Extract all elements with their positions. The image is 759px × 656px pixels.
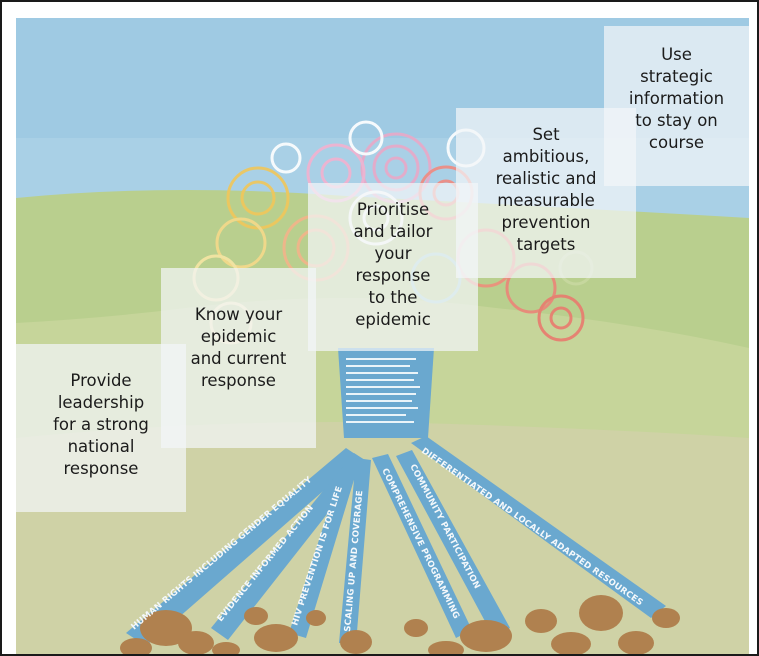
step-use-strategic-information: Use strategic information to stay on cou…: [604, 26, 749, 186]
step-provide-leadership: Provide leadership for a strong national…: [16, 344, 186, 512]
tree-roots: [126, 436, 666, 646]
tree-diagram: HUMAN RIGHTS INCLUDING GENDER EQUALITY E…: [16, 18, 749, 654]
trunk-text: [346, 358, 420, 423]
step-prioritise-and-tailor: Prioritise and tailor your response to t…: [308, 183, 478, 351]
step-know-your-epidemic: Know your epidemic and current response: [161, 268, 316, 448]
stones: [120, 595, 680, 654]
